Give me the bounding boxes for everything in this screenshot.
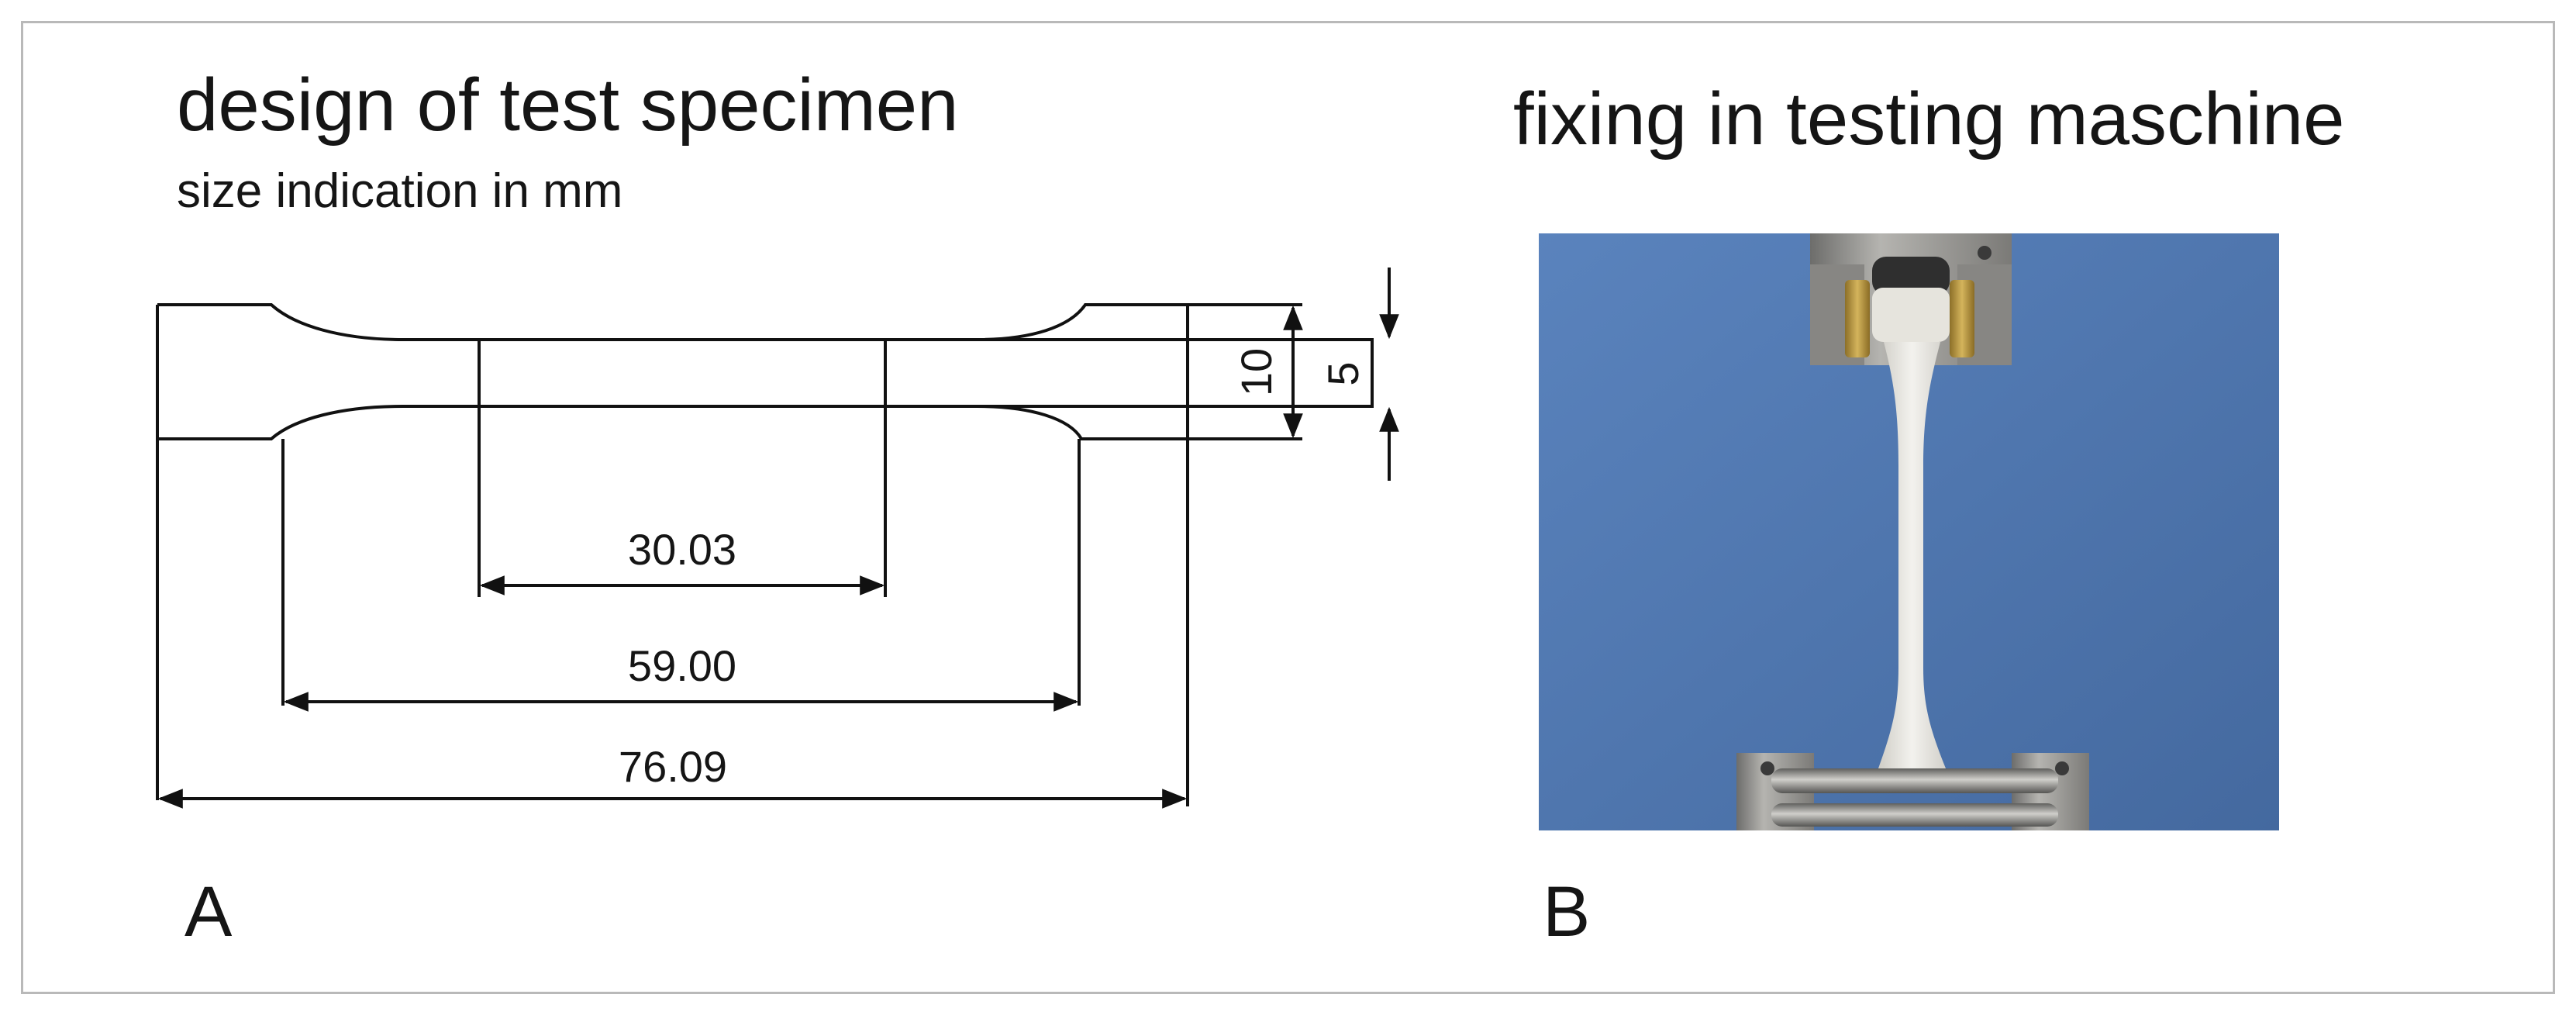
panel-a-subtitle: size indication in mm <box>177 164 623 218</box>
dim-label-overall-length: 76.09 <box>619 742 727 791</box>
lower-clamp-screw-left <box>1760 761 1774 775</box>
testing-machine-photo <box>1539 233 2279 830</box>
panel-b-title: fixing in testing maschine <box>1513 78 2345 161</box>
panel-b-letter: B <box>1543 872 1591 951</box>
specimen-outline-bottom-right <box>976 405 1287 440</box>
panel-a-title: design of test specimen <box>177 64 959 147</box>
specimen-strip <box>1878 342 1946 768</box>
specimen-outline-bottom-left <box>157 405 404 440</box>
dim-label-end-width: 10 <box>1232 348 1281 396</box>
upper-clamp-screw <box>1978 246 1991 260</box>
lower-clamp-rod-bottom <box>1771 803 2058 827</box>
upper-clamp-slot <box>1872 257 1950 295</box>
upper-clamp-roller <box>1872 288 1950 342</box>
lower-clamp-screw-right <box>2055 761 2069 775</box>
specimen-outline-top-left <box>157 303 404 341</box>
panel-a-letter: A <box>184 872 233 951</box>
upper-clamp-brass-left <box>1845 280 1870 357</box>
testing-machine-illustration <box>1539 233 2279 830</box>
dim-label-parallel-length: 59.00 <box>628 641 736 690</box>
ext-line-gauge-width-box <box>1287 338 1374 408</box>
specimen-outline-top-right <box>976 303 1287 341</box>
dim-label-gauge-width: 5 <box>1319 361 1367 385</box>
upper-clamp-brass-right <box>1950 280 1974 357</box>
lower-clamp-rod-top <box>1771 768 2058 793</box>
dim-label-gauge-length: 30.03 <box>628 525 736 574</box>
